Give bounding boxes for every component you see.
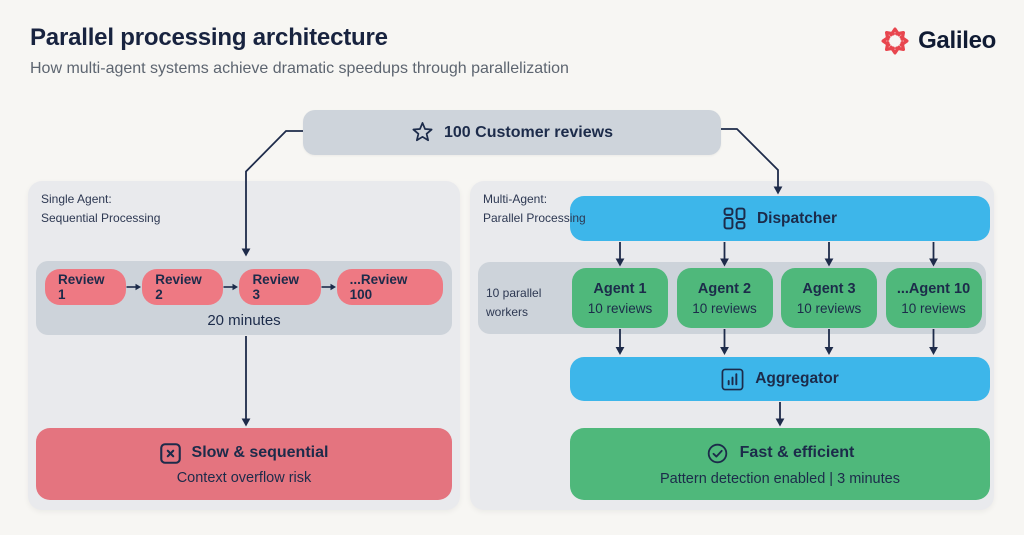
review-node: ...Review 100	[336, 268, 443, 305]
fast-efficient-result-box: Fast & efficient Pattern detection enabl…	[570, 428, 990, 500]
sequential-review-container: Review 1 Review 2 Review 3 ...Review 100…	[36, 261, 452, 335]
agent-node: Agent 3 10 reviews	[781, 268, 877, 328]
slow-sequential-result-box: Slow & sequential Context overflow risk	[36, 428, 452, 500]
dispatcher-node: Dispatcher	[570, 196, 990, 241]
aggregator-label: Aggregator	[755, 370, 839, 387]
aggregator-node: Aggregator	[570, 357, 990, 401]
page-title: Parallel processing architecture	[30, 24, 388, 51]
flow-arrow-icon	[223, 281, 239, 293]
multi-agent-panel-label: Multi-Agent: Parallel Processing	[483, 192, 586, 225]
result-title: Slow & sequential	[191, 444, 329, 461]
result-subtitle: Pattern detection enabled | 3 minutes	[660, 470, 900, 487]
single-agent-panel-label: Single Agent: Sequential Processing	[41, 192, 161, 225]
review-node: Review 1	[45, 268, 127, 305]
review-node: Review 2	[142, 268, 224, 305]
result-subtitle: Context overflow risk	[176, 469, 312, 486]
customer-reviews-label: 100 Customer reviews	[444, 123, 613, 141]
bar-chart-icon	[721, 368, 744, 391]
flow-arrow-icon	[126, 281, 142, 293]
star-icon	[411, 121, 434, 144]
customer-reviews-node: 100 Customer reviews	[303, 110, 721, 155]
duration-label: 20 minutes	[207, 312, 281, 329]
check-circle-icon	[706, 442, 729, 465]
agent-node: Agent 2 10 reviews	[676, 268, 773, 328]
page-subtitle: How multi-agent systems achieve dramatic…	[30, 60, 569, 77]
galileo-starburst-icon	[880, 26, 910, 56]
galileo-logo: Galileo	[880, 26, 996, 56]
brand-name: Galileo	[918, 27, 996, 54]
layout-grid-icon	[723, 207, 746, 230]
agent-node: Agent 1 10 reviews	[572, 268, 668, 328]
dispatcher-label: Dispatcher	[756, 209, 838, 227]
result-title: Fast & efficient	[739, 444, 855, 461]
agent-node: ...Agent 10 10 reviews	[885, 268, 982, 328]
review-node: Review 3	[239, 268, 321, 305]
workers-label: 10 parallel workers	[486, 286, 542, 319]
x-square-icon	[159, 442, 181, 464]
flow-arrow-icon	[321, 281, 337, 293]
